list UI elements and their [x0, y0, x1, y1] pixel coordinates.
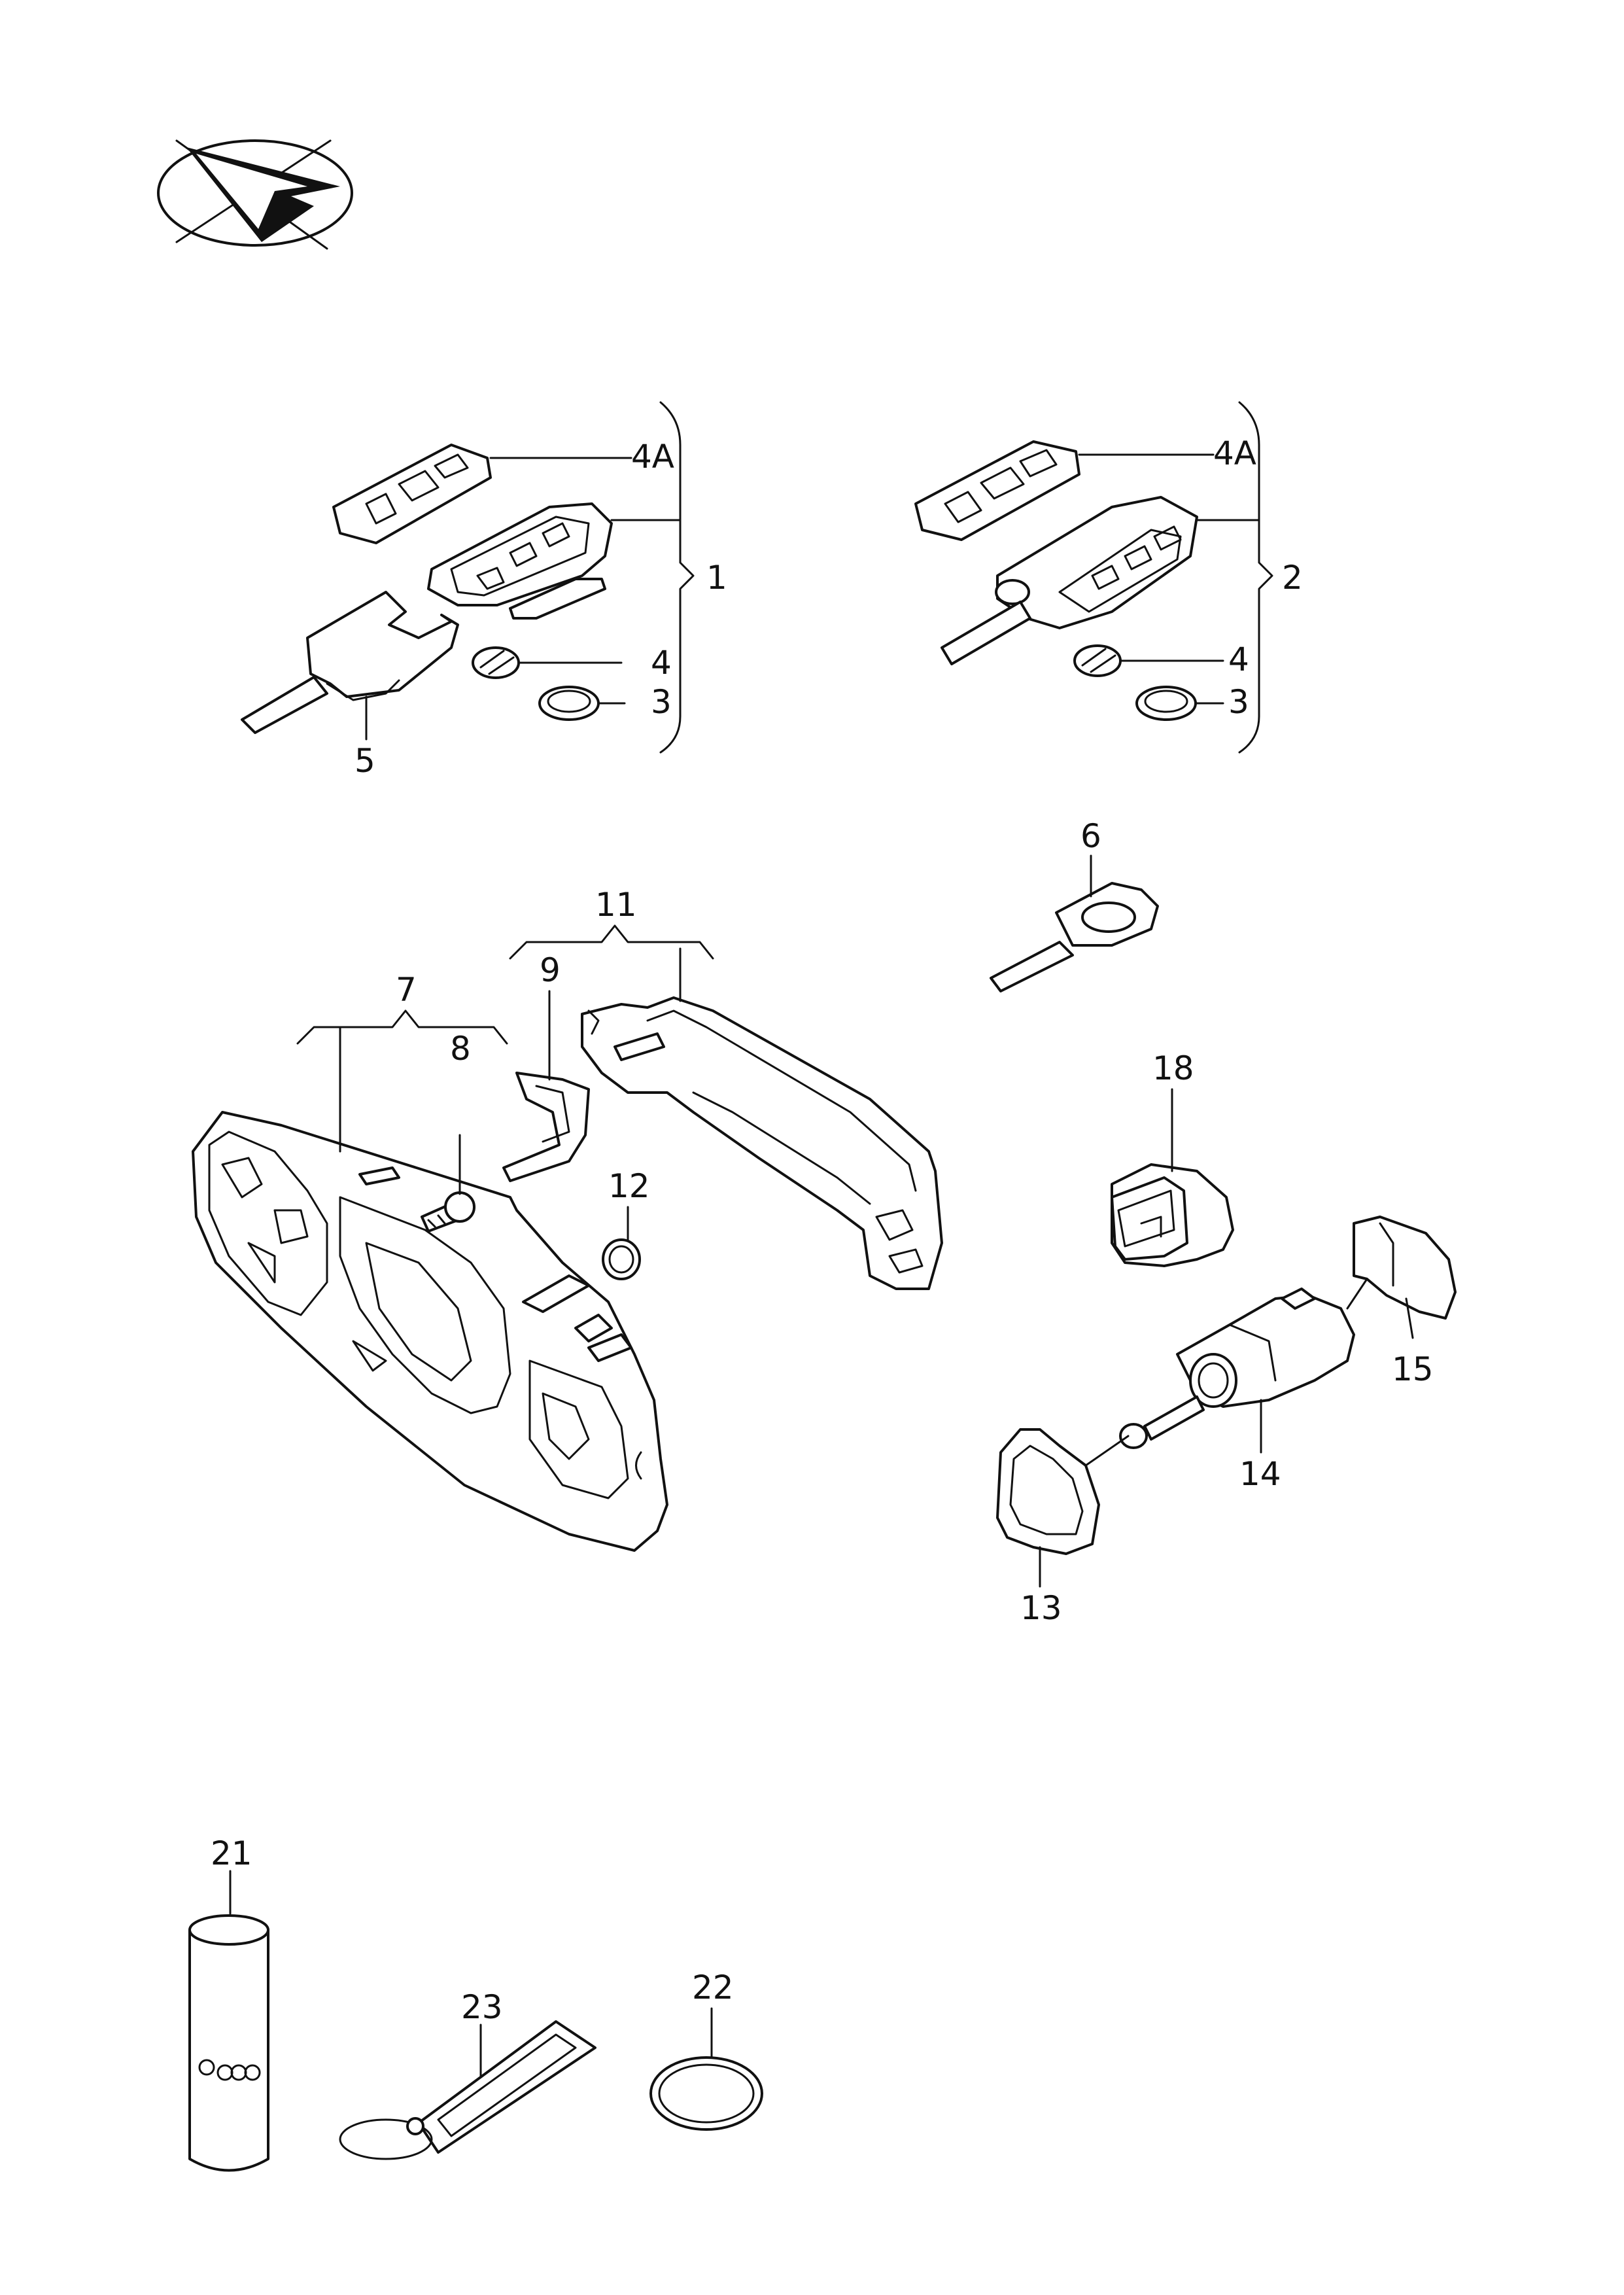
part-5-key-blade-head: [241, 591, 459, 734]
part-12-seal-ring: [602, 1206, 641, 1280]
brace-group-7: [296, 1009, 508, 1045]
label-4-right: 4: [1228, 640, 1249, 678]
label-3-left: 3: [651, 683, 672, 721]
part-23-tag: [339, 2020, 596, 2160]
label-4-left: 4: [651, 644, 672, 682]
label-4A-left: 4A: [631, 438, 674, 476]
brace-group-11: [509, 924, 714, 960]
part-21-grease-can: [188, 1870, 269, 2172]
label-11: 11: [595, 886, 637, 924]
label-6: 6: [1080, 817, 1101, 855]
part-9-cover-clip: [502, 990, 590, 1182]
label-14: 14: [1239, 1455, 1281, 1493]
part-22-seal-ring: [649, 2007, 763, 2131]
part-1-remote-housing: [427, 502, 613, 620]
leader-15-to-14: [1346, 1278, 1368, 1310]
label-9: 9: [540, 951, 561, 989]
part-4-battery-cover-left: [472, 646, 520, 679]
part-15-end-cap: [1353, 1216, 1457, 1339]
brace-group-2: [1238, 401, 1273, 754]
label-4A-right: 4A: [1213, 434, 1256, 472]
label-2: 2: [1282, 559, 1303, 597]
label-12: 12: [608, 1167, 650, 1205]
direction-arrow-icon: [157, 139, 353, 250]
part-3-battery-right: [1135, 686, 1197, 721]
part-4A-button-pad-left: [332, 444, 492, 544]
label-15: 15: [1392, 1350, 1434, 1388]
label-23: 23: [461, 1988, 503, 2026]
label-21: 21: [211, 1834, 252, 1872]
brace-group-1: [659, 401, 695, 754]
label-7: 7: [396, 971, 417, 1009]
part-4-battery-cover-right: [1073, 644, 1122, 677]
part-3-battery-left: [538, 686, 600, 721]
label-8: 8: [450, 1030, 471, 1068]
part-18-switch-housing: [1111, 1088, 1234, 1267]
part-6-key-blank: [990, 854, 1159, 992]
part-4A-button-pad-right: [914, 440, 1080, 541]
part-8-screw: [421, 1134, 475, 1233]
label-22: 22: [692, 1969, 734, 2006]
leader-lines-keys: [365, 453, 1260, 741]
part-13-gasket: [996, 1428, 1130, 1588]
label-1: 1: [706, 559, 727, 597]
part-2-remote-flip-key: [941, 496, 1198, 665]
label-5: 5: [354, 742, 375, 780]
label-13: 13: [1020, 1589, 1062, 1627]
part-14-lock-cylinder: [1119, 1288, 1355, 1454]
part-7-handle-carrier: [192, 1111, 668, 1552]
label-18: 18: [1152, 1049, 1194, 1087]
part-11-door-handle: [581, 947, 943, 1290]
label-3-right: 3: [1228, 683, 1249, 721]
